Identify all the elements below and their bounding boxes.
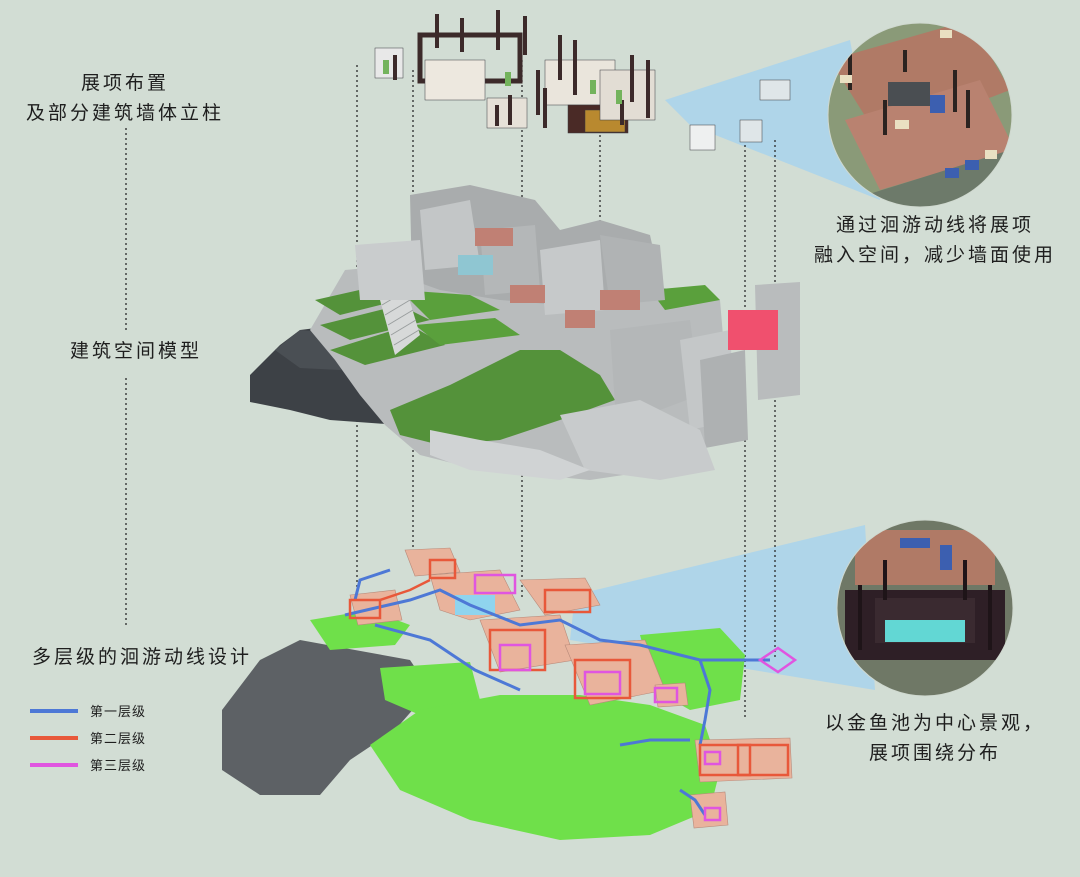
legend-label-level2: 第二层级	[90, 732, 147, 747]
legend-swatch-level2	[30, 735, 78, 740]
exhibit-layer	[374, 10, 791, 151]
legend-item-level1: 第一层级	[30, 697, 146, 724]
exhibit-layout-label: 展项布置 及部分建筑墙体立柱	[20, 68, 230, 128]
legend-item-level3: 第三层级	[30, 751, 146, 778]
right-bottom-line2: 展项围绕分布	[868, 742, 1001, 764]
space-model-label: 建筑空间模型	[70, 340, 203, 362]
legend-swatch-level1	[30, 708, 78, 713]
legend-label-level1: 第一层级	[90, 705, 147, 720]
right-top-line2: 融入空间，减少墙面使用	[813, 244, 1056, 266]
exhibit-layout-line2: 及部分建筑墙体立柱	[25, 102, 224, 124]
right-top-annotation: 通过洄游动线将展项 融入空间，减少墙面使用	[800, 210, 1070, 270]
legend-label-level3: 第三层级	[90, 759, 147, 774]
building-model	[250, 185, 800, 480]
right-top-line1: 通过洄游动线将展项	[835, 214, 1034, 236]
circulation-plan	[222, 547, 798, 840]
pink-volume	[728, 310, 778, 350]
right-bottom-line1: 以金鱼池为中心景观，	[824, 712, 1045, 734]
legend-item-level2: 第二层级	[30, 724, 146, 751]
legend-swatch-level3	[30, 762, 78, 767]
multilevel-circulation-label: 多层级的洄游动线设计	[32, 646, 253, 668]
exhibit-layout-line1: 展项布置	[80, 72, 169, 94]
right-bottom-annotation: 以金鱼池为中心景观， 展项围绕分布	[800, 708, 1070, 768]
legend: 第一层级 第二层级 第三层级	[30, 697, 146, 778]
detail-circle-bottom	[837, 520, 1013, 696]
callout-beam-top	[665, 40, 880, 200]
